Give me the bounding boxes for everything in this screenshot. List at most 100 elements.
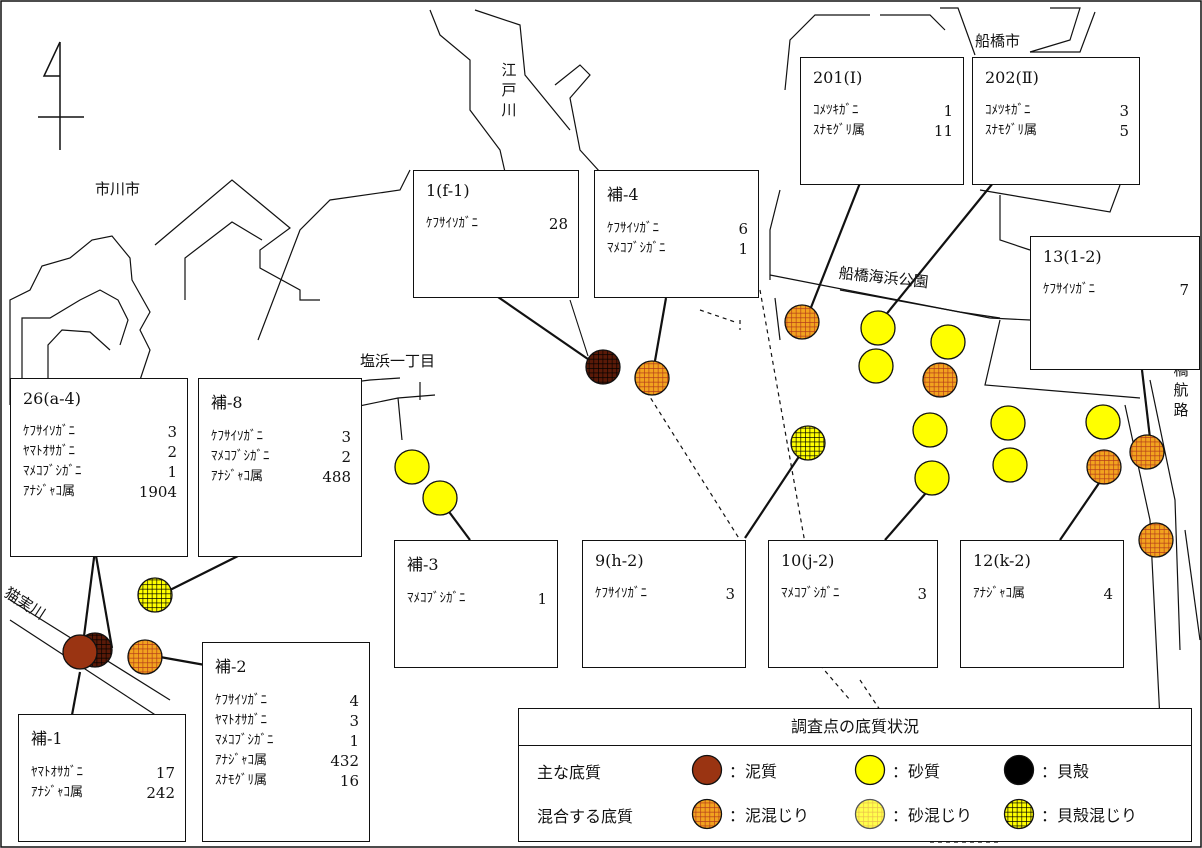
species-count: 16 [339, 772, 359, 790]
survey-point-shell-mix-dark [585, 349, 621, 385]
legend-shell: ：貝殻 [1003, 754, 1089, 786]
shell-circle-icon [1003, 754, 1035, 786]
species-count: 1 [738, 240, 748, 258]
legend-sand-mix-label: ：砂混じり [892, 806, 973, 825]
dashed-lines [637, 289, 1000, 843]
survey-box-title: 13(1-2) [1043, 247, 1102, 266]
place-edogawa: 江戸川 [501, 61, 517, 119]
species-row: ｹﾌｻｲｿｶﾞﾆ 3 [23, 422, 177, 442]
species-name: ｱﾅｼﾞｬｺ属 [215, 753, 268, 768]
species-name: ｽﾅﾓｸﾞﾘ属 [985, 123, 1038, 138]
survey-point-sand-mix-dense [127, 639, 163, 675]
species-name: ﾏﾒｺﾌﾞｼｶﾞﾆ [211, 449, 270, 464]
mud-circle-icon [691, 754, 723, 786]
species-name: ｹﾌｻｲｿｶﾞﾆ [215, 693, 267, 708]
survey-point-sand [858, 348, 894, 384]
species-name: ﾔﾏﾄｵｻｶﾞﾆ [215, 713, 267, 728]
survey-box-title: 補-2 [215, 657, 247, 676]
species-name: ｹﾌｻｲｿｶﾞﾆ [211, 429, 263, 444]
legend-row-main: 主な底質 ：泥質 ：砂質 ：貝殻 [519, 746, 1191, 790]
species-count: 11 [933, 122, 953, 140]
survey-point-shell-mix [137, 577, 173, 613]
species-count: 3 [167, 423, 177, 441]
survey-box-title: 補-3 [407, 555, 439, 574]
species-name: ｱﾅｼﾞｬｺ属 [31, 785, 84, 800]
species-row: ﾔﾏﾄｵｻｶﾞﾆ 3 [215, 711, 359, 731]
species-row: ｹﾌｻｲｿｶﾞﾆ 4 [215, 691, 359, 711]
survey-point-mud-mix [1086, 449, 1122, 485]
species-count: 1 [943, 102, 953, 120]
north-arrow-icon [38, 41, 84, 150]
species-row: ｱﾅｼﾞｬｺ属 4 [973, 584, 1113, 604]
species-row: ﾏﾒｺﾌﾞｼｶﾞﾆ 1 [407, 589, 547, 609]
legend-shell-label: ：貝殻 [1041, 762, 1090, 781]
species-name: ｺﾒﾂｷｶﾞﾆ [985, 103, 1031, 118]
species-row: ｱﾅｼﾞｬｺ属 432 [215, 751, 359, 771]
species-count: 4 [349, 692, 359, 710]
survey-points [62, 304, 1174, 675]
survey-point-mud-mix [784, 304, 820, 340]
species-count: 242 [146, 784, 175, 802]
place-ichikawa: 市川市 [95, 180, 141, 198]
survey-box-title: 202(Ⅱ) [985, 68, 1039, 87]
legend-sand-mix: ：砂混じり [854, 798, 972, 830]
survey-point-sand [1085, 404, 1121, 440]
survey-point-shell-mix [790, 425, 826, 461]
species-name: ｹﾌｻｲｿｶﾞﾆ [23, 424, 75, 439]
species-name: ｹﾌｻｲｿｶﾞﾆ [426, 216, 478, 231]
legend-row-mixed: 混合する底質 ：泥混じり ：砂混じり ：貝殻混じり [519, 790, 1191, 834]
species-name: ｽﾅﾓｸﾞﾘ属 [215, 773, 268, 788]
species-count: 5 [1119, 122, 1129, 140]
species-name: ｹﾌｻｲｿｶﾞﾆ [595, 586, 647, 601]
species-name: ｹﾌｻｲｿｶﾞﾆ [607, 221, 659, 236]
survey-point-sand [394, 449, 430, 485]
legend-row-mixed-label: 混合する底質 [537, 807, 634, 826]
species-count: 488 [322, 468, 351, 486]
species-name: ﾔﾏﾄｵｻｶﾞﾆ [31, 765, 83, 780]
species-count: 1 [167, 463, 177, 481]
survey-point-sand [912, 412, 948, 448]
mud-mix-circle-icon [691, 798, 723, 830]
legend: 調査点の底質状況 主な底質 ：泥質 ：砂質 ：貝殻 混合する底質 ：泥混じり [518, 708, 1192, 842]
species-name: ﾏﾒｺﾌﾞｼｶﾞﾆ [407, 591, 466, 606]
species-row: ｹﾌｻｲｿｶﾞﾆ 6 [607, 219, 748, 239]
legend-shell-mix-label: ：貝殻混じり [1041, 806, 1138, 825]
species-name: ｱﾅｼﾞｬｺ属 [973, 586, 1026, 601]
survey-box-title: 10(j-2) [781, 551, 835, 570]
species-count: 2 [341, 448, 351, 466]
survey-box-ho1: 補-1 ﾔﾏﾄｵｻｶﾞﾆ 17 ｱﾅｼﾞｬｺ属 242 [18, 714, 186, 842]
species-count: 3 [349, 712, 359, 730]
species-count: 6 [738, 220, 748, 238]
place-funabashi: 船橋市 [975, 32, 1021, 50]
survey-point-mud-mix [1129, 434, 1165, 470]
species-count: 17 [155, 764, 175, 782]
survey-box-title: 補-4 [607, 185, 639, 204]
species-count: 4 [1103, 585, 1113, 603]
survey-box-ho3: 補-3 ﾏﾒｺﾌﾞｼｶﾞﾆ 1 [394, 540, 558, 668]
survey-point-sand [930, 324, 966, 360]
place-shiohama: 塩浜一丁目 [360, 352, 436, 370]
species-name: ｹﾌｻｲｿｶﾞﾆ [1043, 282, 1095, 297]
species-count: 1 [537, 590, 547, 608]
species-name: ﾏﾒｺﾌﾞｼｶﾞﾆ [23, 464, 82, 479]
species-row: ﾏﾒｺﾌﾞｼｶﾞﾆ 2 [211, 447, 351, 467]
species-count: 432 [330, 752, 359, 770]
species-count: 1904 [138, 483, 177, 501]
survey-box-title: 補-1 [31, 729, 63, 748]
